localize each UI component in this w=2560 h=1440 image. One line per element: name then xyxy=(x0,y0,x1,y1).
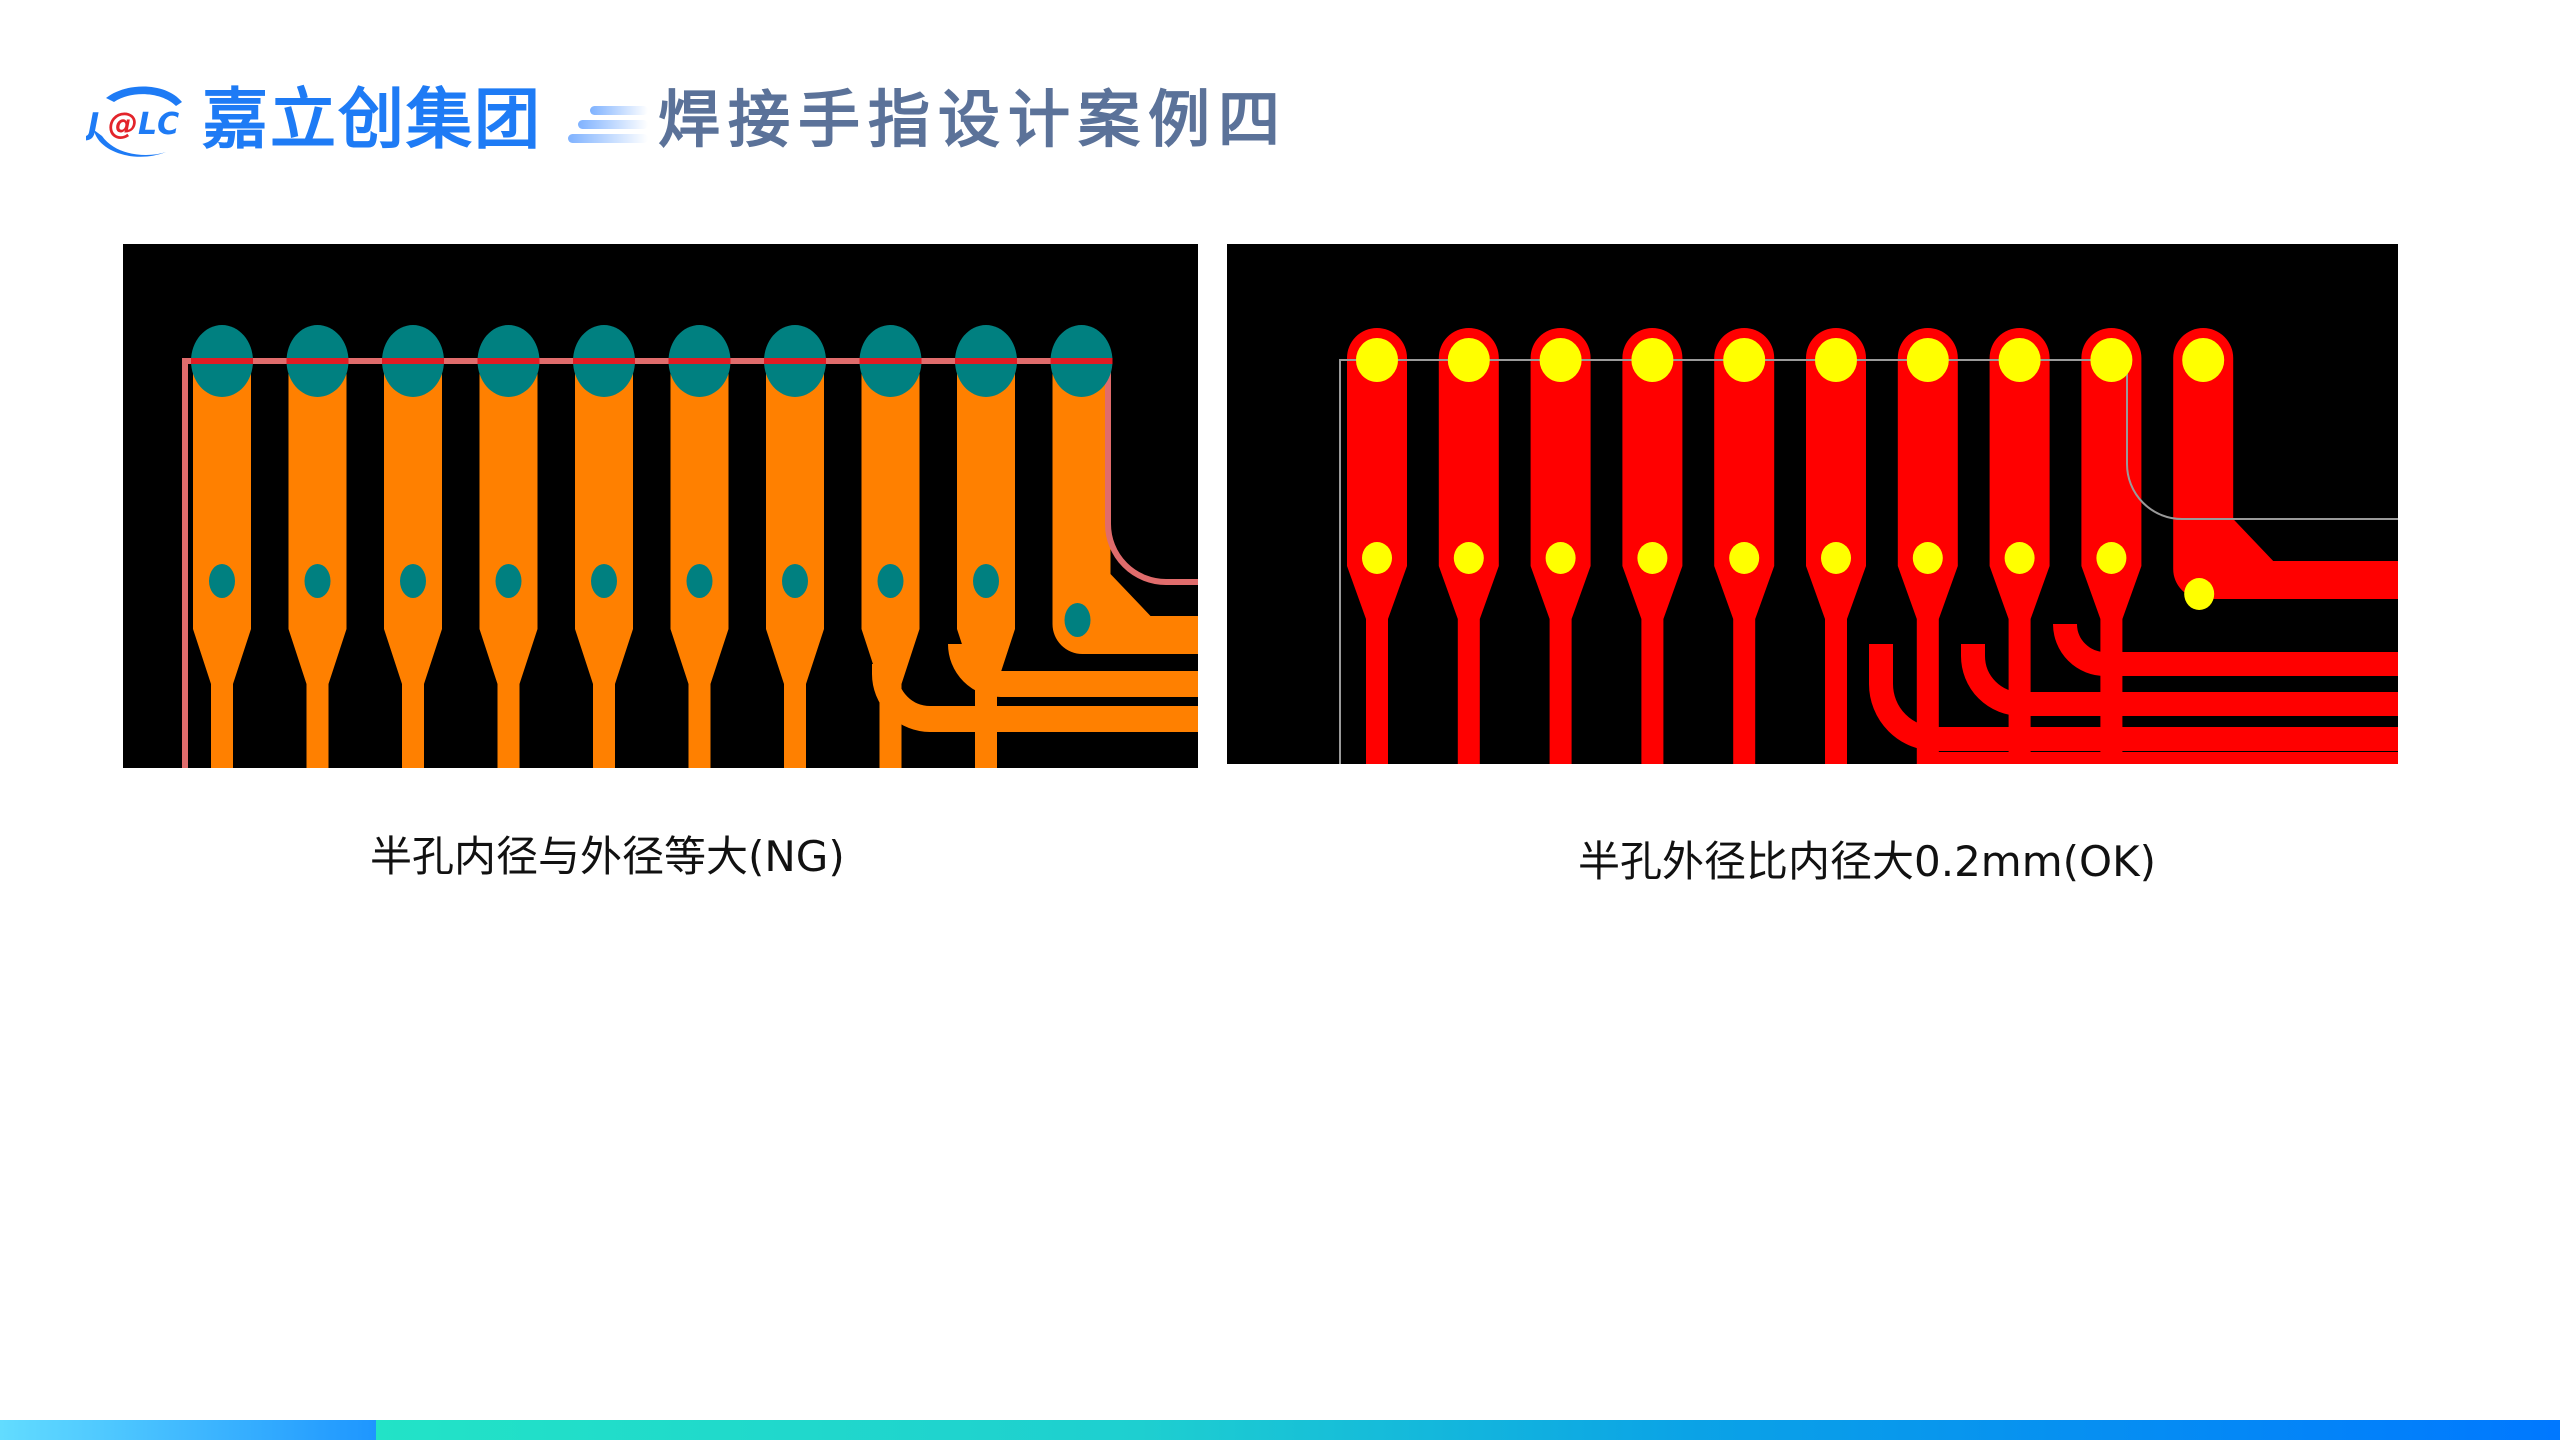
footer-bar-segment-2 xyxy=(376,1420,2560,1440)
speed-lines-icon xyxy=(568,104,648,144)
outline-hole-overlap xyxy=(955,358,1017,364)
logo-at: @ xyxy=(108,107,138,142)
half-hole xyxy=(1723,338,1766,382)
gold-finger-pad xyxy=(479,338,538,768)
board-outline xyxy=(1339,359,2398,764)
routed-trace xyxy=(1869,644,2398,751)
gold-finger-pad xyxy=(193,338,251,768)
gold-finger-pad xyxy=(2173,328,2398,599)
jlc-logo: J @ LC xyxy=(83,80,190,164)
gold-finger-pad xyxy=(957,338,1015,768)
via-hole xyxy=(1637,542,1668,574)
gold-finger-pad xyxy=(1052,338,1198,654)
via-hole xyxy=(2096,542,2127,574)
footer-bar-segment-1 xyxy=(0,1420,376,1440)
outline-hole-overlap xyxy=(286,358,349,364)
gold-finger-pad xyxy=(766,338,824,768)
via-hole xyxy=(1362,542,1392,574)
via-hole xyxy=(782,564,808,598)
pcb-ok-drawing xyxy=(1339,328,2398,764)
outline-hole-overlap xyxy=(382,358,444,364)
via-hole xyxy=(1064,603,1091,637)
gold-finger-pad xyxy=(288,338,347,768)
footer-bar xyxy=(0,1420,2560,1440)
via-hole xyxy=(495,564,522,598)
half-hole xyxy=(2090,338,2133,382)
half-hole xyxy=(1539,338,1582,382)
via-hole xyxy=(973,564,999,598)
via-hole xyxy=(591,564,617,598)
caption-ok: 半孔外径比内径大0.2mm(OK) xyxy=(1578,837,2156,886)
pcb-ng-drawing xyxy=(182,325,1198,768)
outline-hole-overlap xyxy=(573,358,635,364)
half-hole xyxy=(1906,338,1949,382)
via-hole xyxy=(2184,578,2215,610)
via-hole xyxy=(1729,542,1760,574)
pcb-image-ng xyxy=(123,244,1198,768)
half-hole xyxy=(1631,338,1674,382)
half-hole xyxy=(1356,338,1398,382)
half-hole xyxy=(2182,338,2225,382)
board-outline xyxy=(182,358,1198,768)
page-title: 焊接手指设计案例四 xyxy=(658,83,1289,156)
gold-finger-pad xyxy=(861,338,920,768)
logo-j: J xyxy=(86,107,99,142)
via-hole xyxy=(1912,542,1943,574)
logo-ring-icon: J @ LC xyxy=(83,86,182,157)
outline-hole-overlap xyxy=(859,358,922,364)
half-hole xyxy=(1447,338,1490,382)
routed-trace xyxy=(2053,623,2398,676)
caption-ng: 半孔内径与外径等大(NG) xyxy=(370,832,845,881)
via-hole xyxy=(400,564,426,598)
outline-hole-overlap xyxy=(668,358,731,364)
via-hole xyxy=(1545,542,1576,574)
routed-trace xyxy=(1961,644,2398,716)
gold-finger-pad xyxy=(575,338,633,768)
outline-hole-overlap xyxy=(1050,358,1113,364)
via-hole xyxy=(2004,542,2035,574)
routed-trace xyxy=(1927,752,2398,764)
brand-name: 嘉立创集团 xyxy=(202,81,542,158)
gold-finger-pad xyxy=(670,338,729,768)
half-hole xyxy=(1815,338,1857,382)
via-hole xyxy=(209,564,235,598)
via-hole xyxy=(304,564,331,598)
outline-hole-overlap xyxy=(477,358,540,364)
gold-finger-pad xyxy=(384,338,442,768)
via-hole xyxy=(686,564,713,598)
outline-hole-overlap xyxy=(764,358,826,364)
via-hole xyxy=(1453,542,1484,574)
logo-lc: LC xyxy=(138,107,179,142)
routed-trace xyxy=(872,664,1198,732)
pcb-image-ok xyxy=(1227,244,2398,764)
via-hole xyxy=(877,564,904,598)
half-hole xyxy=(1998,338,2041,382)
outline-hole-overlap xyxy=(191,358,253,364)
via-hole xyxy=(1821,542,1851,574)
routed-trace xyxy=(948,643,1198,697)
